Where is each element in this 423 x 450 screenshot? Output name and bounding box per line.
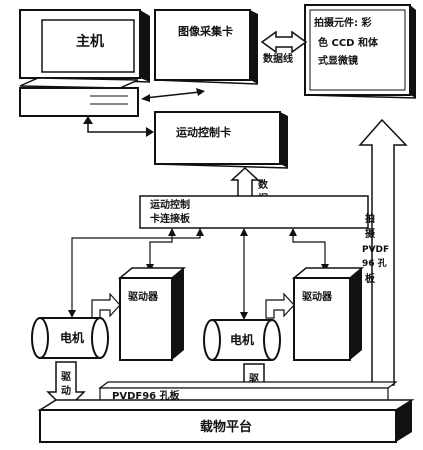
shoot-label-1: 拍	[365, 212, 375, 225]
host-to-image-card-arrow	[141, 88, 205, 102]
image-card	[154, 9, 259, 85]
drive-right-a: 驱	[249, 373, 259, 385]
motor-right-label: 电机	[230, 332, 254, 347]
motion-connection-board	[139, 195, 369, 229]
host-base	[19, 77, 139, 117]
motion-card-label: 运动控制卡	[176, 125, 231, 139]
plate-label: PVDF96 孔板	[112, 389, 181, 402]
shoot-label-5: 板	[365, 272, 376, 285]
camera-label-1: 拍摄元件: 彩	[314, 16, 371, 29]
driver-left-label: 驱动器	[128, 290, 159, 303]
data-line-1-arrow	[260, 30, 308, 54]
left-driver-line	[146, 228, 176, 272]
right-bus-line	[289, 228, 329, 272]
motion-conn-label-1: 运动控制	[150, 198, 190, 211]
driver-box-left	[117, 267, 187, 361]
pvdf-plate	[98, 381, 398, 403]
motor-left-label: 电机	[60, 330, 84, 345]
driver-right-label: 驱动器	[302, 290, 333, 303]
left-bus-line	[68, 228, 204, 318]
image-card-label: 图像采集卡	[178, 24, 233, 38]
shoot-label-2: 摄	[365, 227, 376, 240]
driver-box-right	[291, 267, 365, 361]
drive-left-b: 动	[61, 384, 71, 397]
motor-left	[31, 317, 109, 359]
shoot-label-3: PVDF	[362, 245, 389, 255]
camera-label-2: 色 CCD 和体	[318, 36, 379, 49]
motor-right	[203, 319, 281, 361]
camera-box	[304, 4, 417, 99]
data-line-2-a: 数	[258, 178, 269, 191]
motion-card	[154, 111, 289, 169]
host-label: 主机	[76, 33, 104, 50]
motion-conn-label-2: 卡连接板	[150, 212, 191, 225]
data-line-1-label: 数据线	[263, 52, 293, 65]
stage-platform	[37, 399, 415, 443]
stage-label: 载物平台	[200, 419, 252, 435]
right-driver-motor-connector	[265, 292, 295, 319]
host-to-motion-card-arrow	[83, 116, 154, 137]
drive-left-a: 驱	[61, 371, 71, 383]
camera-label-3: 式显微镜	[318, 54, 358, 67]
shoot-label-4: 96 孔	[362, 257, 387, 269]
center-bus-line	[240, 228, 248, 320]
left-driver-motor-connector	[91, 292, 121, 319]
